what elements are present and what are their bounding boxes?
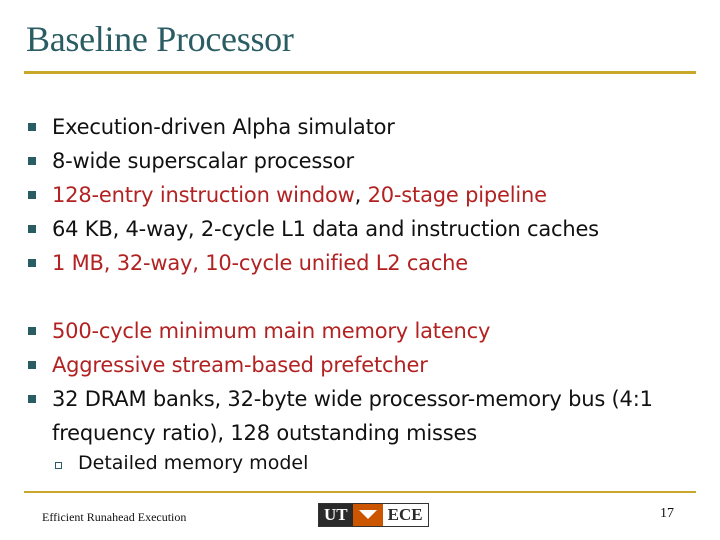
logo-ut-text: UT — [319, 504, 353, 526]
sub-bullet-item: Detailed memory model — [55, 452, 309, 474]
bullet-square-icon — [28, 157, 36, 165]
bullet-item-1: Execution-driven Alpha simulator — [28, 110, 395, 144]
longhorn-icon — [352, 504, 383, 526]
bullet-square-icon — [28, 259, 36, 267]
bullet-text: 8-wide superscalar processor — [52, 149, 354, 173]
bullet-square-icon — [28, 361, 36, 369]
bullet-item-5: 1 MB, 32-way, 10-cycle unified L2 cache — [28, 246, 469, 280]
bullet-square-icon — [28, 123, 36, 131]
bullet-text: 500-cycle minimum main memory latency — [52, 319, 491, 343]
bullet-item-7: Aggressive stream-based prefetcher — [28, 348, 428, 382]
bullet-text-red: 20-stage pipeline — [367, 183, 547, 207]
bullet-item-2: 8-wide superscalar processor — [28, 144, 354, 178]
title-divider — [24, 71, 696, 74]
bullet-square-icon — [28, 191, 36, 199]
footer-title: Efficient Runahead Execution — [42, 510, 187, 524]
sub-bullet-text: Detailed memory model — [78, 452, 309, 474]
page-number: 17 — [660, 506, 674, 521]
bullet-item-6: 500-cycle minimum main memory latency — [28, 314, 491, 348]
bullet-item-8-continuation: frequency ratio), 128 outstanding misses — [52, 416, 477, 450]
bullet-text: 64 KB, 4-way, 2-cycle L1 data and instru… — [52, 217, 599, 241]
footer-divider — [24, 491, 696, 493]
hollow-square-icon — [55, 462, 62, 469]
bullet-square-icon — [28, 395, 36, 403]
bullet-text: Execution-driven Alpha simulator — [52, 115, 395, 139]
bullet-text: 1 MB, 32-way, 10-cycle unified L2 cache — [52, 251, 469, 275]
bullet-text-line2: frequency ratio), 128 outstanding misses — [52, 421, 477, 445]
bullet-text: Aggressive stream-based prefetcher — [52, 353, 428, 377]
bullet-text-red: 128-entry instruction window — [52, 183, 355, 207]
slide-title: Baseline Processor — [26, 19, 294, 59]
bullet-text-line1: 32 DRAM banks, 32-byte wide processor-me… — [52, 387, 653, 411]
bullet-square-icon — [28, 327, 36, 335]
ut-ece-logo: UT ECE — [318, 503, 429, 527]
bullet-item-3: 128-entry instruction window, 20-stage p… — [28, 178, 547, 212]
bullet-item-4: 64 KB, 4-way, 2-cycle L1 data and instru… — [28, 212, 599, 246]
bullet-text-separator: , — [354, 183, 368, 207]
logo-ece-text: ECE — [382, 504, 428, 526]
bullet-square-icon — [28, 225, 36, 233]
bullet-item-8: 32 DRAM banks, 32-byte wide processor-me… — [28, 382, 653, 416]
